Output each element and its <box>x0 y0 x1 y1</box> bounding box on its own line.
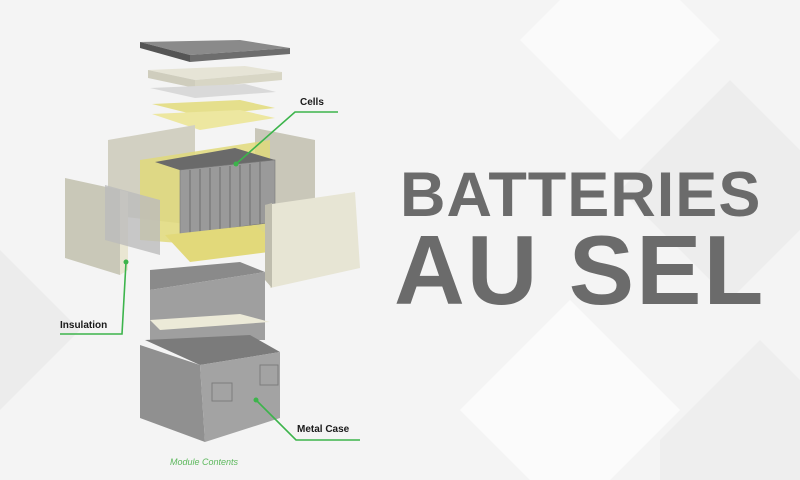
label-insulation: Insulation <box>60 320 108 331</box>
label-metal-case: Metal Case <box>297 424 350 435</box>
title-line-1: BATTERIES <box>400 160 762 230</box>
inner-can <box>150 262 265 290</box>
cells-leader <box>235 111 338 165</box>
cells-top <box>155 148 275 175</box>
heater-plate <box>152 100 275 116</box>
lid <box>140 40 290 55</box>
metal-case-leader <box>255 399 360 441</box>
insulation-leader <box>60 261 127 335</box>
title-line-2: AU SEL <box>394 215 766 325</box>
battery-module-exploded-diagram <box>60 40 360 442</box>
diagram-caption: Module Contents <box>170 457 239 467</box>
metal-case <box>145 335 280 365</box>
label-cells: Cells <box>300 97 324 108</box>
